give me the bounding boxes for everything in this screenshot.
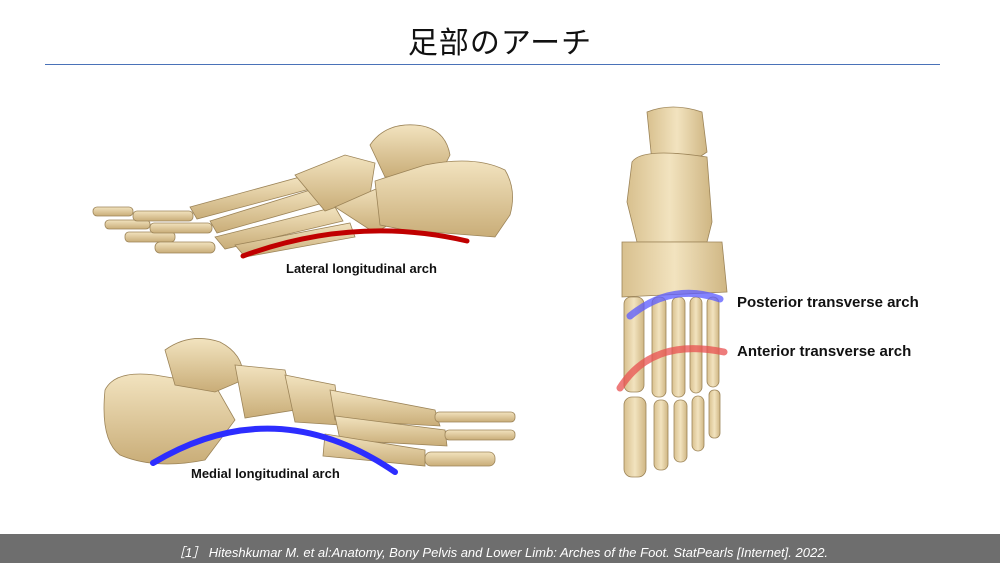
lateral-foot-image bbox=[92, 124, 513, 259]
slide-title: 足部のアーチ bbox=[407, 26, 593, 61]
anterior-transverse-arch-line bbox=[616, 345, 728, 392]
medial-arch-label: Medial longitudinal arch bbox=[191, 466, 340, 481]
lateral-arch-line bbox=[240, 228, 470, 259]
dorsal-foot-image bbox=[616, 106, 728, 478]
posterior-transverse-arch-label: Posterior transverse arch bbox=[737, 294, 919, 311]
medial-arch-line bbox=[150, 425, 398, 475]
lateral-arch-label: Lateral longitudinal arch bbox=[286, 261, 437, 276]
anterior-transverse-arch-label: Anterior transverse arch bbox=[737, 343, 912, 360]
citation-footer: ［1］ Hiteshkumar M. et al:Anatomy, Bony P… bbox=[0, 534, 1000, 563]
medial-foot-image bbox=[103, 338, 516, 475]
citation-text: ［1］ Hiteshkumar M. et al:Anatomy, Bony P… bbox=[171, 545, 829, 560]
title-divider bbox=[45, 64, 940, 65]
posterior-transverse-arch-line bbox=[626, 289, 724, 320]
